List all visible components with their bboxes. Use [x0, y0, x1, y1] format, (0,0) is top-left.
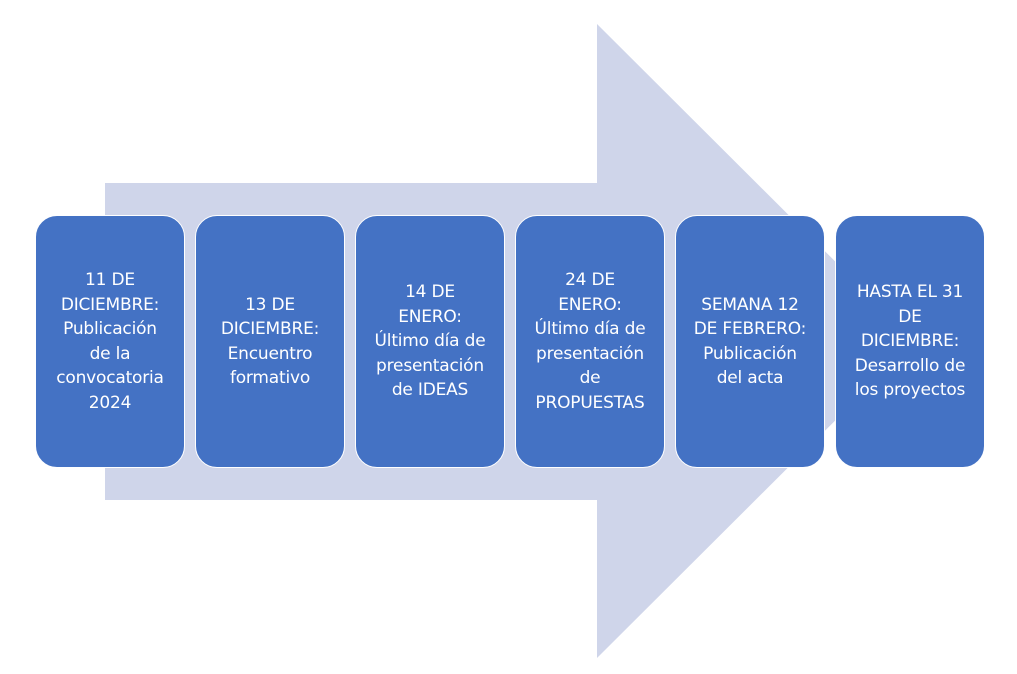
step-4-text: 24 DE ENERO: Último día de presentación … [534, 270, 646, 413]
step-1-box: 11 DE DICIEMBRE: Publicación de la convo… [35, 215, 185, 468]
step-2-text: 13 DE DICIEMBRE: Encuentro formativo [220, 294, 320, 389]
step-4-box: 24 DE ENERO: Último día de presentación … [515, 215, 665, 468]
step-6-box: HASTA EL 31 DE DICIEMBRE: Desarrollo de … [835, 215, 985, 468]
arrow-shape [105, 24, 915, 658]
step-1-text: 11 DE DICIEMBRE: Publicación de la convo… [56, 270, 164, 413]
step-6-text: HASTA EL 31 DE DICIEMBRE: Desarrollo de … [854, 282, 966, 401]
step-3-box: 14 DE ENERO: Último día de presentación … [355, 215, 505, 468]
step-5-text: SEMANA 12 DE FEBRERO: Publicación del ac… [693, 294, 807, 389]
step-3-text: 14 DE ENERO: Último día de presentación … [374, 282, 486, 401]
step-2-box: 13 DE DICIEMBRE: Encuentro formativo [195, 215, 345, 468]
step-5-box: SEMANA 12 DE FEBRERO: Publicación del ac… [675, 215, 825, 468]
